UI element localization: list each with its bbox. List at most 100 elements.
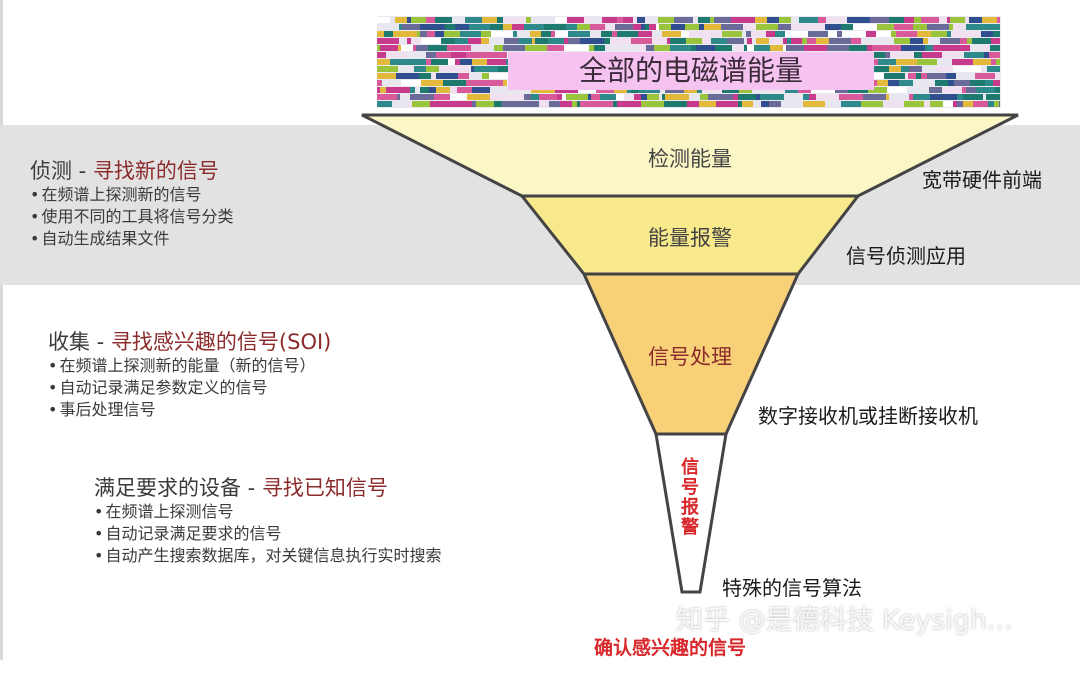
spectrum-block xyxy=(407,17,411,23)
spectrum-block xyxy=(439,66,452,72)
spectrum-block xyxy=(526,17,531,23)
spectrum-block xyxy=(981,45,990,51)
spectrum-block xyxy=(964,52,984,58)
spectrum-block xyxy=(733,94,738,100)
spectrum-block xyxy=(396,73,419,79)
spectrum-block xyxy=(426,66,439,72)
spectrum-block xyxy=(407,38,411,44)
spectrum-block xyxy=(769,101,781,107)
spectrum-block xyxy=(531,87,555,93)
spectrum-block xyxy=(950,45,970,51)
spectrum-block xyxy=(899,80,913,86)
spectrum-block xyxy=(973,101,988,107)
spectrum-block xyxy=(886,94,889,100)
spectrum-block xyxy=(572,101,577,107)
spectrum-block xyxy=(704,24,721,30)
stage-label-energy-alarm: 能量报警 xyxy=(648,226,732,250)
spectrum-block xyxy=(781,101,793,107)
spectrum-block xyxy=(957,66,978,72)
spectrum-block xyxy=(835,87,848,93)
spectrum-block xyxy=(867,45,872,51)
spectrum-block xyxy=(947,17,950,23)
spectrum-block xyxy=(785,87,798,93)
spectrum-block xyxy=(631,38,652,44)
section-collect-bullets: 在频谱上探测新的能量（新的信号） 自动记录满足参数定义的信号 事后处理信号 xyxy=(48,355,331,421)
spectrum-block xyxy=(481,80,503,86)
spectrum-block xyxy=(441,38,455,44)
spectrum-block xyxy=(995,87,1000,93)
spectrum-block xyxy=(449,101,459,107)
spectrum-block xyxy=(399,24,402,30)
spectrum-block xyxy=(966,24,983,30)
section-equipment-heading: 满足要求的设备 - 寻找已知信号 xyxy=(94,475,441,501)
bullet-item: 自动记录满足要求的信号 xyxy=(94,523,441,545)
spectrum-block xyxy=(889,94,909,100)
spectrum-block xyxy=(826,17,847,23)
spectrum-block xyxy=(426,59,431,65)
spectrum-block xyxy=(377,38,399,44)
spectrum-block xyxy=(908,73,916,79)
bullet-item: 在频谱上探测新的能量（新的信号） xyxy=(48,355,331,377)
spectrum-block xyxy=(601,31,612,37)
spectrum-block xyxy=(421,38,441,44)
spectrum-block xyxy=(614,87,627,93)
spectrum-block xyxy=(547,45,558,51)
spectrum-block xyxy=(996,59,1000,65)
section-detect-heading: 侦测 - 寻找新的信号 xyxy=(30,158,233,184)
spectrum-block xyxy=(469,24,490,30)
spectrum-block xyxy=(659,24,671,30)
bullet-item: 在频谱上探测新的信号 xyxy=(30,184,233,206)
spectrum-block xyxy=(976,87,995,93)
spectrum-block xyxy=(380,45,398,51)
spectrum-block xyxy=(465,17,482,23)
spectrum-block xyxy=(828,31,837,37)
spectrum-block xyxy=(455,24,469,30)
spectrum-block xyxy=(808,31,828,37)
spectrum-block xyxy=(947,31,951,37)
spectrum-block xyxy=(747,45,754,51)
spectrum-block xyxy=(905,73,908,79)
spectrum-block xyxy=(825,101,841,107)
spectrum-block xyxy=(871,101,883,107)
spectrum-block xyxy=(874,38,894,44)
spectrum-block xyxy=(435,17,452,23)
section-collect-accent: 寻找感兴趣的信号(SOI) xyxy=(110,330,332,354)
spectrum-block xyxy=(482,73,489,79)
spectrum-block xyxy=(681,31,689,37)
spectrum-block xyxy=(402,24,420,30)
spectrum-block xyxy=(721,24,743,30)
spectrum-block xyxy=(633,17,637,23)
spectrum-block xyxy=(962,87,966,93)
spectrum-block xyxy=(839,94,863,100)
spectrum-block xyxy=(436,73,458,79)
spectrum-block xyxy=(927,24,949,30)
spectrum-block xyxy=(924,101,930,107)
spectrum-block xyxy=(660,87,665,93)
spectrum-block xyxy=(743,24,756,30)
spectrum-block xyxy=(415,87,420,93)
spectrum-block xyxy=(877,80,888,86)
spectrum-block xyxy=(702,87,722,93)
spectrum-block xyxy=(793,101,803,107)
spectrum-block xyxy=(450,94,467,100)
spectrum-block xyxy=(512,24,516,30)
spectrum-block xyxy=(490,94,505,100)
spectrum-block xyxy=(949,24,953,30)
spectrum-block xyxy=(637,17,645,23)
spectrum-block xyxy=(490,24,503,30)
spectrum-block xyxy=(665,87,684,93)
spectrum-block xyxy=(896,59,917,65)
spectrum-block xyxy=(972,38,991,44)
spectrum-block xyxy=(580,38,604,44)
spectrum-block xyxy=(414,66,426,72)
spectrum-block xyxy=(541,31,551,37)
spectrum-block xyxy=(498,66,503,72)
spectrum-block xyxy=(916,73,921,79)
spectrum-block xyxy=(717,94,733,100)
spectrum-block xyxy=(829,38,851,44)
spectrum-block xyxy=(732,45,735,51)
spectrum-block xyxy=(647,94,659,100)
spectrum-block xyxy=(392,101,405,107)
spectrum-block xyxy=(943,101,953,107)
spectrum-block xyxy=(459,101,472,107)
